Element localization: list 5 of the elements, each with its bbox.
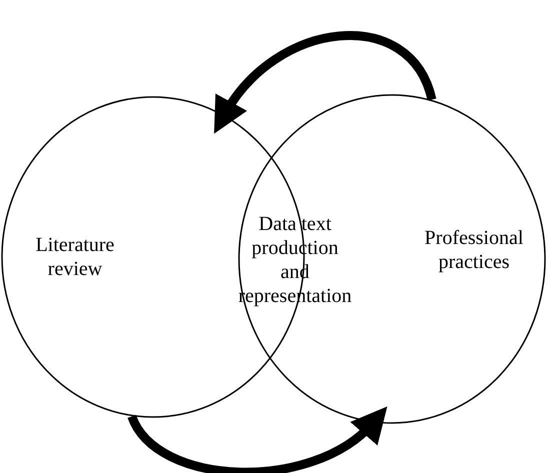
- circle-label: Professional practices: [424, 226, 524, 274]
- curved-arrow: [212, 31, 436, 133]
- circle-label: Literature review: [34, 233, 116, 281]
- curved-arrow: [128, 408, 389, 473]
- venn-circle: [238, 94, 546, 424]
